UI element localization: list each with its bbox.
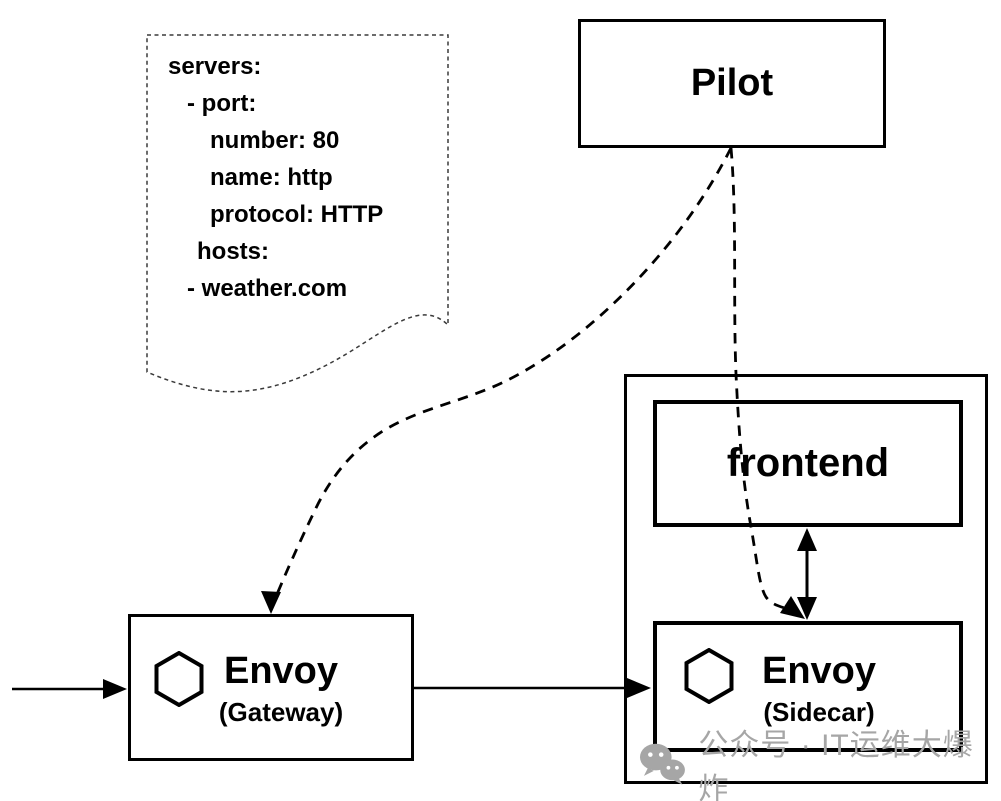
config-line-host: - weather.com	[187, 275, 348, 302]
envoy-sidecar-labels: Envoy (Sidecar)	[743, 649, 895, 727]
ingress-arrowhead-icon	[103, 679, 127, 699]
watermark: 公众号 · IT运维大爆炸	[639, 729, 1001, 801]
config-line-hosts: hosts:	[197, 238, 269, 265]
gateway-arrowhead-icon	[261, 591, 281, 614]
gateway-config-note: servers: - port: number: 80 name: http p…	[147, 35, 448, 307]
envoy-gateway-labels: Envoy (Gateway)	[205, 649, 357, 727]
wechat-icon	[639, 743, 685, 785]
watermark-text: 公众号 · IT运维大爆炸	[698, 729, 974, 801]
envoy-gateway-subtitle: (Gateway)	[218, 697, 344, 727]
config-line-servers: servers:	[168, 53, 262, 80]
frontend-box: frontend	[653, 400, 963, 527]
pilot-label: Pilot	[690, 62, 774, 104]
envoy-hexagon-icon	[684, 648, 734, 704]
config-line-port: - port:	[187, 90, 257, 117]
config-line-name: name: http	[210, 164, 333, 191]
envoy-hexagon-icon	[154, 651, 204, 707]
envoy-sidecar-subtitle: (Sidecar)	[763, 697, 875, 727]
envoy-sidecar-box: Envoy (Sidecar)	[653, 621, 963, 752]
config-line-protocol: protocol: HTTP	[210, 201, 384, 228]
envoy-gateway-box: Envoy (Gateway)	[128, 614, 414, 761]
frontend-label: frontend	[726, 441, 890, 485]
pilot-box: Pilot	[578, 19, 886, 148]
envoy-gateway-title: Envoy	[223, 650, 339, 692]
envoy-sidecar-title: Envoy	[761, 650, 877, 692]
config-line-number: number: 80	[210, 127, 340, 154]
